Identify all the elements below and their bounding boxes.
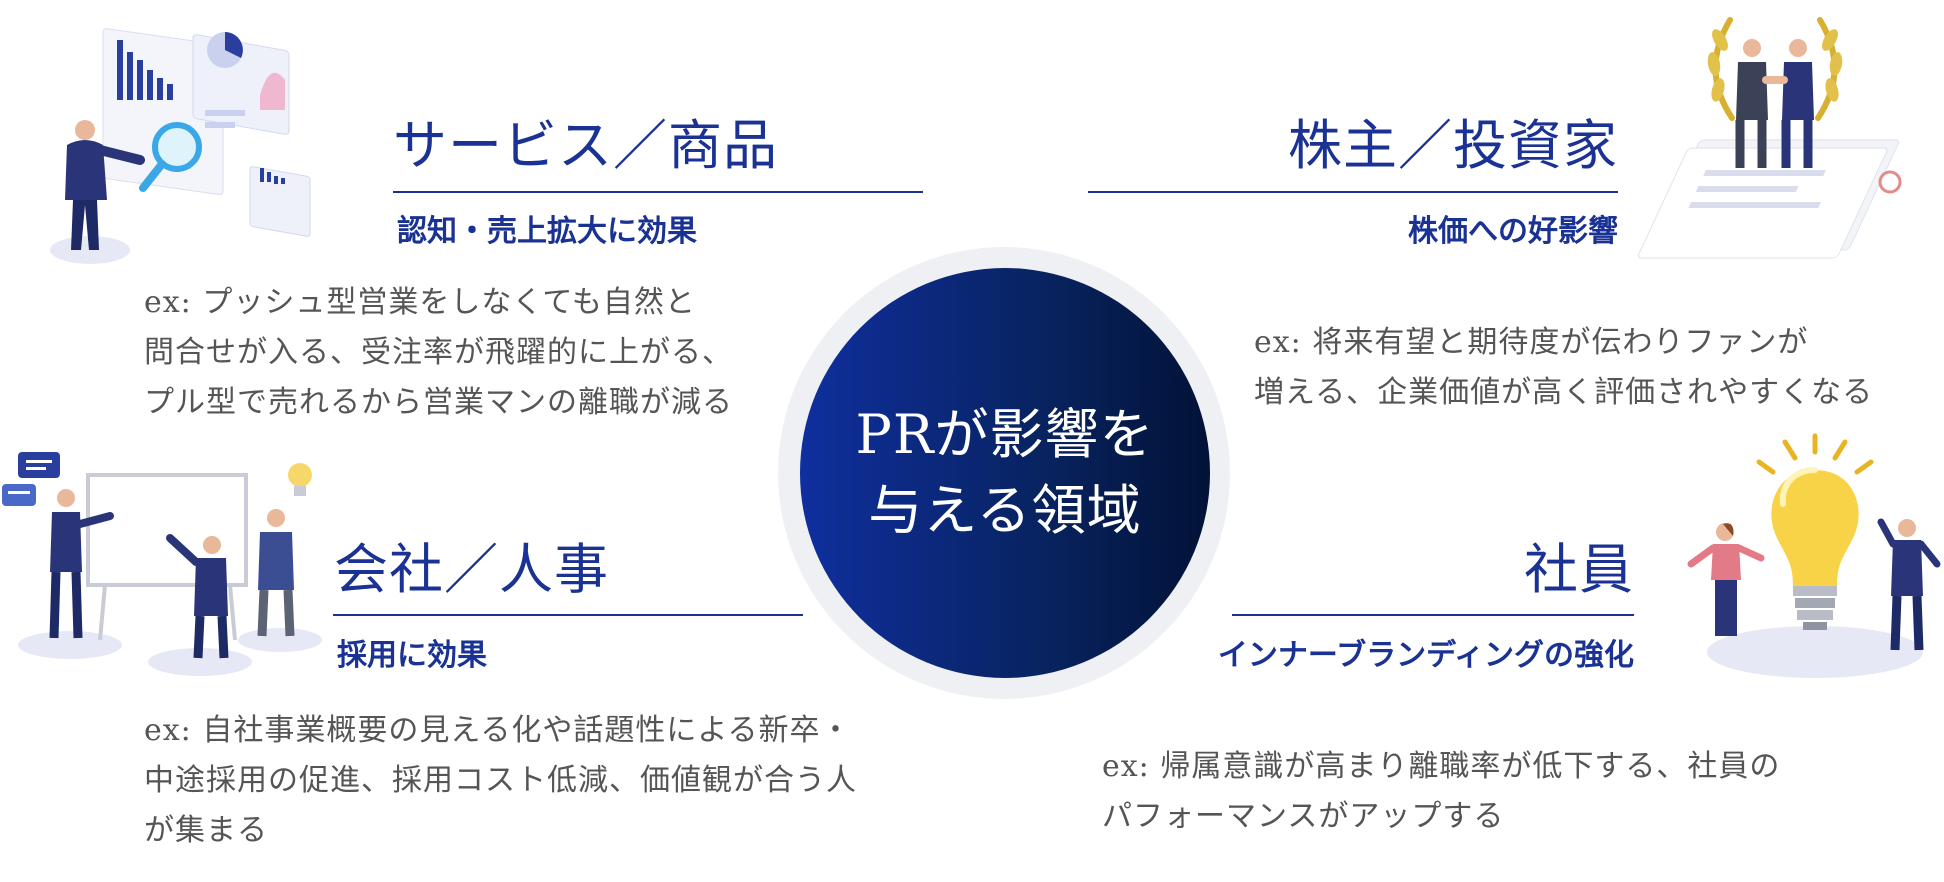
company-subtitle: 採用に効果	[337, 638, 487, 673]
employee-example-line: パフォーマンスがアップする	[1102, 799, 1505, 834]
shareholder-example-line: ex: 将来有望と期待度が伝わりファンが	[1254, 325, 1809, 360]
service-example-line: プル型で売れるから営業マンの離職が減る	[144, 385, 733, 420]
lightbulb-illustration	[1687, 433, 1941, 678]
center-label-line2: 与える領域	[868, 479, 1142, 542]
service-subtitle: 認知・売上拡大に効果	[397, 214, 697, 249]
employee-title: 社員	[1524, 538, 1634, 601]
company-example-line: ex: 自社事業概要の見える化や話題性による新卒・	[144, 713, 852, 748]
company-example-line: 中途採用の促進、採用コスト低減、価値観が合う人	[144, 763, 857, 798]
handshake-illustration	[1637, 17, 1902, 259]
shareholder-example: ex: 将来有望と期待度が伝わりファンが 増える、企業価値が高く評価されやすくな…	[1254, 318, 1873, 418]
company-example-line: が集まる	[144, 813, 268, 848]
service-divider	[393, 191, 923, 193]
shareholder-subtitle: 株価への好影響	[1408, 214, 1618, 249]
presentation-illustration	[2, 452, 322, 676]
employee-subtitle: インナーブランディングの強化	[1217, 638, 1634, 673]
company-example: ex: 自社事業概要の見える化や話題性による新卒・ 中途採用の促進、採用コスト低…	[144, 706, 857, 856]
employee-example-line: ex: 帰属意識が高まり離職率が低下する、社員の	[1102, 749, 1781, 784]
center-label-line1: PRが影響を	[855, 403, 1155, 466]
company-title: 会社／人事	[334, 538, 609, 601]
shareholder-divider	[1088, 191, 1618, 193]
service-title: サービス／商品	[393, 114, 778, 177]
service-example-line: ex: プッシュ型営業をしなくても自然と	[144, 285, 696, 320]
center-circle: PRが影響を 与える領域	[800, 268, 1210, 678]
employee-example: ex: 帰属意識が高まり離職率が低下する、社員の パフォーマンスがアップする	[1102, 742, 1780, 842]
company-divider	[333, 614, 803, 616]
service-example-line: 問合せが入る、受注率が飛躍的に上がる、	[144, 335, 733, 370]
employee-divider	[1232, 614, 1634, 616]
analytics-illustration	[50, 28, 311, 264]
shareholder-title: 株主／投資家	[1288, 114, 1618, 177]
service-example: ex: プッシュ型営業をしなくても自然と 問合せが入る、受注率が飛躍的に上がる、…	[144, 278, 733, 428]
shareholder-example-line: 増える、企業価値が高く評価されやすくなる	[1254, 375, 1874, 410]
